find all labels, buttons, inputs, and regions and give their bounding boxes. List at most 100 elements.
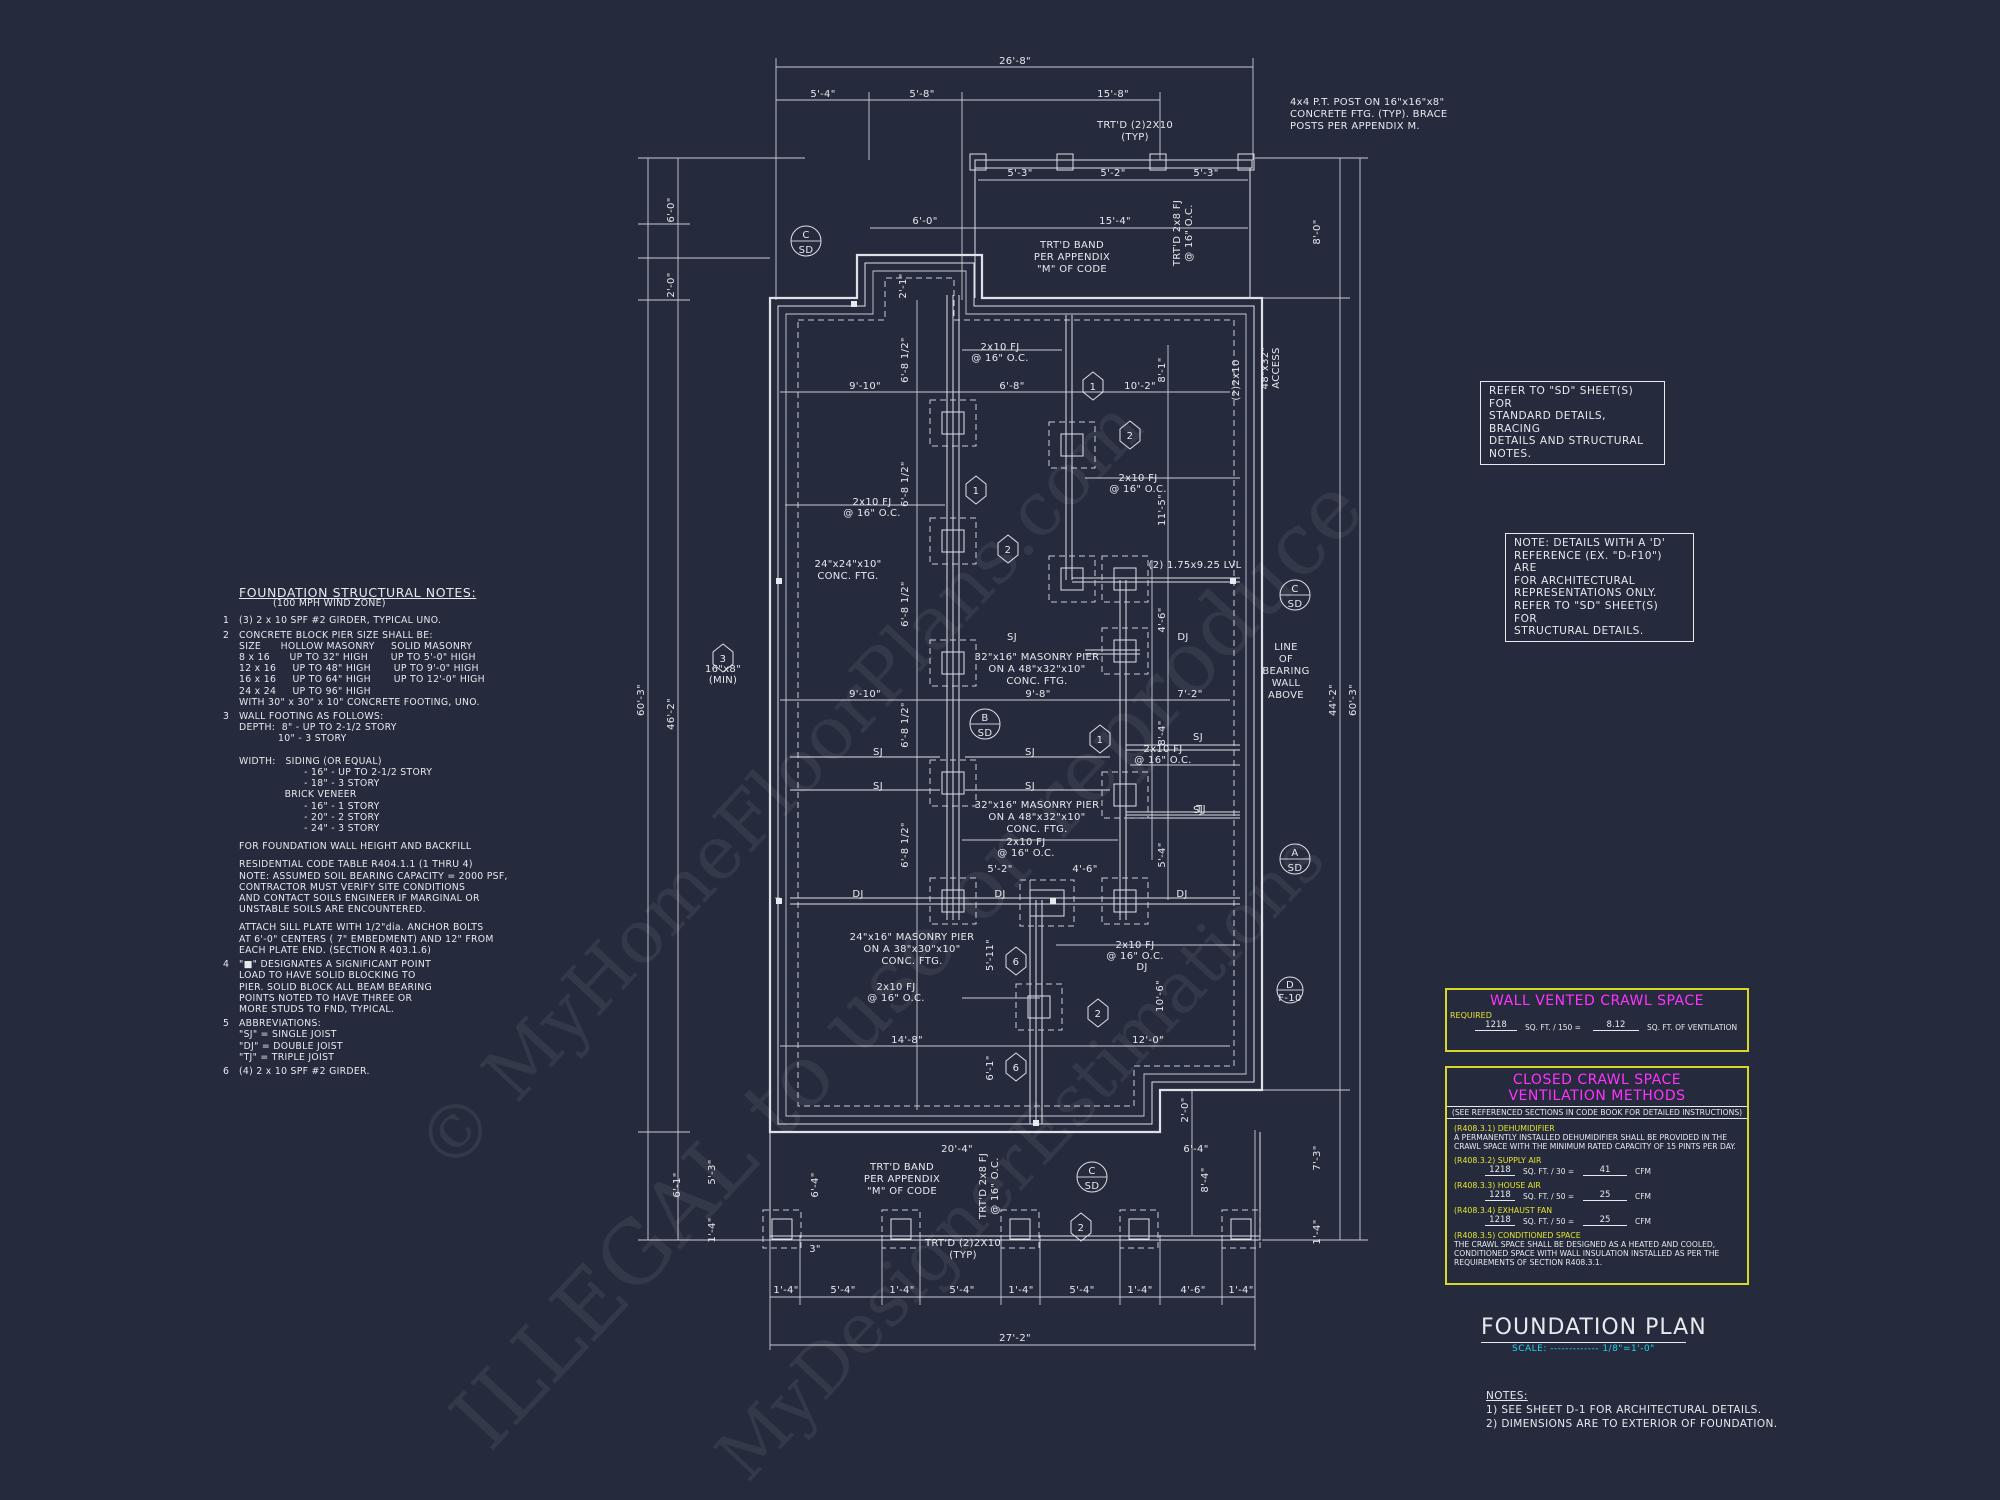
ccs-m1-text: A PERMANENTLY INSTALLED DEHUMIDIFIER SHA… [1454,1133,1736,1151]
note-3-code: RESIDENTIAL CODE TABLE R404.1.1 (1 THRU … [239,859,508,916]
dim-v-8-4b: 8'-4" [1200,1167,1211,1192]
note-4-num: 4 [223,959,230,971]
sj-tag-3: SJ [873,781,883,792]
dim-left-inner: 46'-2" [666,698,677,730]
dim-v-e: 6'-8 1/2" [900,822,911,868]
note-box-line-1: NOTE: DETAILS WITH A 'D' [1514,537,1666,549]
note-box: NOTE: DETAILS WITH A 'D' REFERENCE (EX. … [1505,533,1694,642]
trtd-2x8-top: TRT'D 2x8 FJ@ 16" O.C. [1172,200,1195,267]
dim-bottom-8: 4'-6" [1180,1285,1205,1296]
note-3-body: DEPTH: 8" - UP TO 2-1/2 STORY 10" - 3 ST… [239,722,433,835]
callout-sd-1: SD [1288,599,1303,610]
fj-2: 2x10 FJ@ 16" O.C. [843,497,901,519]
dim-bottom-5: 1'-4" [1008,1285,1033,1296]
trtd-2x8-bottom: TRT'D 2x8 FJ@ 16" O.C. [978,1153,1001,1220]
note-1-num: 1 [223,615,230,627]
sj-tag-2: SJ [1025,747,1035,758]
dim-right-overall: 60'-3" [1348,684,1359,716]
bottom-note-1: 1) SEE SHEET D-1 FOR ARCHITECTURAL DETAI… [1486,1404,1762,1416]
scale-label: SCALE: ------------- 1/8"=1'-0" [1512,1344,1655,1354]
tag-2-2: 2 [1095,1009,1102,1020]
dim-v-b: 6'-8 1/2" [900,461,911,507]
note-box-line-2: REFERENCE (EX. "D-F10") ARE [1514,549,1663,575]
dj-tag-2: DJ [994,889,1005,900]
note-5-head: ABBREVIATIONS: [239,1018,322,1030]
ccs-ref: (SEE REFERENCED SECTIONS IN CODE BOOK FO… [1447,1106,1747,1119]
dim-v-1a: 1'-4" [707,1217,718,1242]
wvcs-required: REQUIRED [1450,1011,1492,1020]
ccs-m3-unit: CFM [1635,1192,1652,1201]
tag-2-0: 2 [1127,431,1134,442]
wvcs-calc-row: 1218 SQ. FT. / 150 = 8.12 SQ. FT. OF VEN… [1447,1020,1747,1034]
note-box-line-6: STRUCTURAL DETAILS. [1514,625,1644,638]
dim-v-11: 11'-5" [1157,494,1168,526]
dim-h-9a: 9'-10" [849,381,881,392]
note-2-head: CONCRETE BLOCK PIER SIZE SHALL BE: [239,629,433,641]
dim-v-2: 2'-1" [898,273,909,298]
dj-tag-4: DJ [1136,962,1147,973]
refer-line-1: REFER TO "SD" SHEET(S) FOR [1489,385,1634,410]
bottom-note-2: 2) DIMENSIONS ARE TO EXTERIOR OF FOUNDAT… [1486,1418,1778,1430]
lvl-2x10: (2)2x10 [1231,359,1242,400]
piers [762,153,1261,1249]
tag-1-2: 1 [1097,735,1104,746]
callout-sd-3: SD [1288,863,1303,874]
ccs-m2-val: 41 [1583,1165,1627,1176]
note-1: 1 (3) 2 x 10 SPF #2 GIRDER, TYPICAL UNO. [223,615,523,626]
dim-porch-b: 5'-2" [1100,168,1125,179]
ccs-m2-area: 1218 [1485,1165,1515,1176]
ccs-title-2: VENTILATION METHODS [1508,1088,1686,1104]
tag-3: 3 [720,654,727,665]
callout-letter-2: B [981,713,988,724]
dim-v-5-11: 5'-11" [985,939,996,971]
dim-right-8: 8'-0" [1312,219,1323,244]
dj-tag-0: DJ [1177,632,1188,643]
wvcs-area: 1218 [1475,1020,1517,1031]
refer-box: REFER TO "SD" SHEET(S) FOR STANDARD DETA… [1480,381,1665,465]
dim-top-c: 15'-8" [1097,89,1129,100]
joist-arrows [785,349,1240,999]
dim-h-6: 6'-8" [999,381,1024,392]
callout-f10: F-10 [1278,993,1301,1004]
note-2-foot: WITH 30" x 30" x 10" CONCRETE FOOTING, U… [239,696,480,708]
tag-2-3: 2 [1078,1223,1085,1234]
ccs-m4-val: 25 [1583,1215,1627,1226]
note-1-text: (3) 2 x 10 SPF #2 GIRDER, TYPICAL UNO. [239,615,442,627]
ccs-m2-label: (R408.3.2) SUPPLY AIR [1454,1156,1542,1165]
tag-6-1: 6 [1013,1063,1020,1074]
fj-6: 2x10 FJ@ 16" O.C. [1106,940,1164,962]
ccs-m4-eq: SQ. FT. / 50 = [1523,1217,1575,1226]
dim-h-7: 7'-2" [1177,689,1202,700]
dim-right-inner: 44'-2" [1328,684,1339,716]
dim-porch-depth: 15'-4" [1099,216,1131,227]
dim-bottom-overall: 27'-2" [999,1333,1031,1344]
conc-ftg: 24"x24"x10"CONC. FTG. [814,559,881,582]
dim-v-1b: 1'-4" [1312,1219,1323,1244]
refer-line-3: DETAILS AND STRUCTURAL NOTES. [1489,435,1644,460]
wind-zone: (100 MPH WIND ZONE) [273,598,386,610]
wvcs-unit: SQ. FT. OF VENTILATION [1647,1023,1738,1032]
dim-h-5: 5'-2" [987,864,1012,875]
dim-v-10: 10'-6" [1155,980,1166,1012]
note-6-text: (4) 2 x 10 SPF #2 GIRDER. [239,1065,370,1077]
dim-porch-c: 5'-3" [1193,168,1218,179]
wall-vented-crawl-space-box: WALL VENTED CRAWL SPACE REQUIRED 1218 SQ… [1445,988,1749,1052]
refer-line-2: STANDARD DETAILS, BRACING [1489,410,1607,435]
dim-v-6-1: 6'-1" [985,1055,996,1080]
dim-left-6: 6'-0" [666,197,677,222]
ccs-m5-text: THE CRAWL SPACE SHALL BE DESIGNED AS A H… [1454,1240,1720,1267]
fj-7: 2x10 FJ@ 16" O.C. [867,982,925,1004]
dim-h-12: 12'-0" [1132,1035,1164,1046]
dj-tag-3: DJ [1176,889,1187,900]
access-label: 48"x32"ACCESS [1260,347,1282,390]
callout-sd-4: SD [1085,1181,1100,1192]
sj-tag-6: SJ [1193,805,1203,816]
ccs-m3-row: 1218 SQ. FT. / 50 = 25 CFM [1447,1190,1747,1204]
dim-v-2b: 2'-0" [1180,1097,1191,1122]
callout-letter-1: C [1291,584,1298,595]
dim-porch-a: 5'-3" [1007,168,1032,179]
note-3-extra: FOR FOUNDATION WALL HEIGHT AND BACKFILL [239,841,472,853]
wvcs-eq: SQ. FT. / 150 = [1525,1023,1581,1032]
